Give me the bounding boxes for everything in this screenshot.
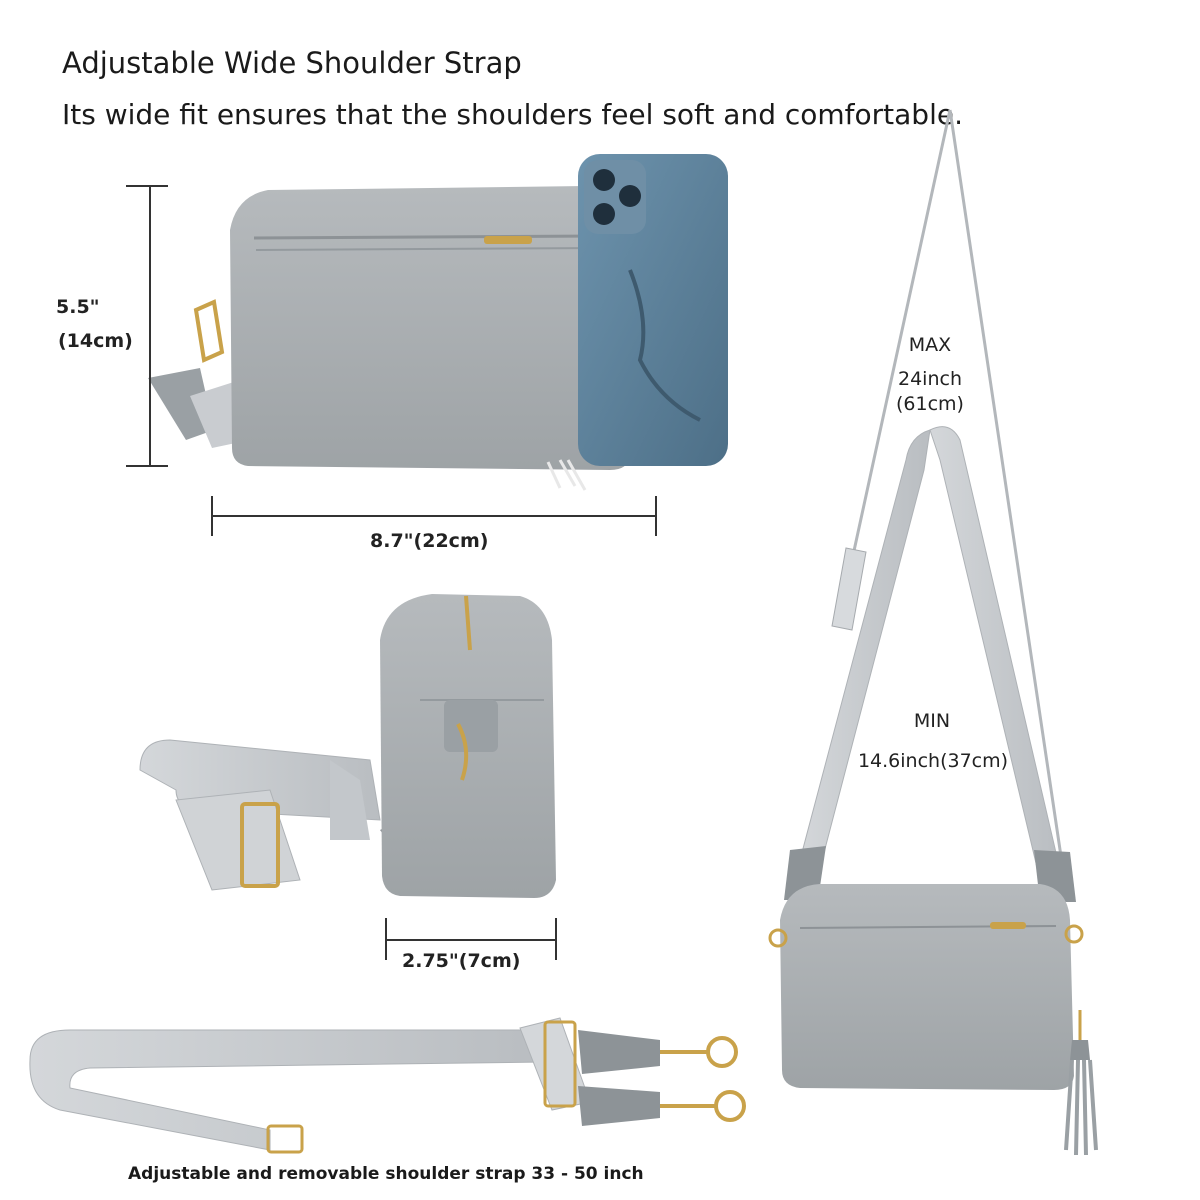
slide-buckle [240,802,280,888]
strap-end-bottom [578,1086,660,1126]
max-inch-label: 24inch [898,368,962,390]
strap-tab [148,368,214,440]
crossbody-zip-pull [990,922,1026,929]
depth-label: 2.75"(7cm) [402,950,521,972]
width-dimension [211,496,657,536]
phone [578,154,728,466]
max-label: MAX [908,334,952,356]
tassel [546,459,587,491]
max-cm-label: (61cm) [896,393,964,415]
front-view-bag [148,186,630,491]
side-loop [444,700,498,752]
strap-loop-front [175,789,301,891]
tassel-cap [1070,1040,1090,1060]
tassel-threads [1064,1059,1098,1156]
clasp-links [660,1050,716,1108]
strap-end-top [578,1030,660,1074]
footer-caption: Adjustable and removable shoulder strap … [128,1164,644,1184]
crossbody-body [780,884,1074,1090]
headline: Adjustable Wide Shoulder Strap [62,46,522,80]
clasp-bottom [714,1090,746,1122]
removable-strap [29,1017,746,1154]
strap-buckle-right [831,547,867,631]
camera-lens-1 [593,169,615,191]
reflection [628,269,701,422]
zipper-pull [484,236,532,244]
camera-lens-3 [619,185,641,207]
height-inch-label: 5.5" [56,296,100,318]
strap-buckle [543,1020,577,1108]
side-clasp [456,723,469,781]
side-view-bag [139,594,556,898]
depth-dimension [385,918,557,960]
subheadline: Its wide fit ensures that the shoulders … [62,98,963,131]
strap-max-line [850,109,1068,891]
height-dimension [126,185,168,467]
width-label: 8.7"(22cm) [370,530,489,552]
right-ring [1064,924,1084,944]
buckle-ring [193,299,225,363]
min-value-label: 14.6inch(37cm) [857,750,1009,772]
strap-min-right [929,426,1061,881]
zipper-side [464,595,472,651]
clasp-top [706,1036,738,1068]
bag-body [230,186,630,470]
strap-fold [330,760,370,840]
camera-lens-2 [593,203,615,225]
strap-ring [266,1124,304,1154]
height-cm-label: (14cm) [58,330,133,352]
min-label: MIN [913,710,951,732]
strap-band [29,1029,546,1151]
zipper-line [253,234,601,240]
left-ring [768,928,788,948]
crossbody-bag [768,109,1098,1156]
